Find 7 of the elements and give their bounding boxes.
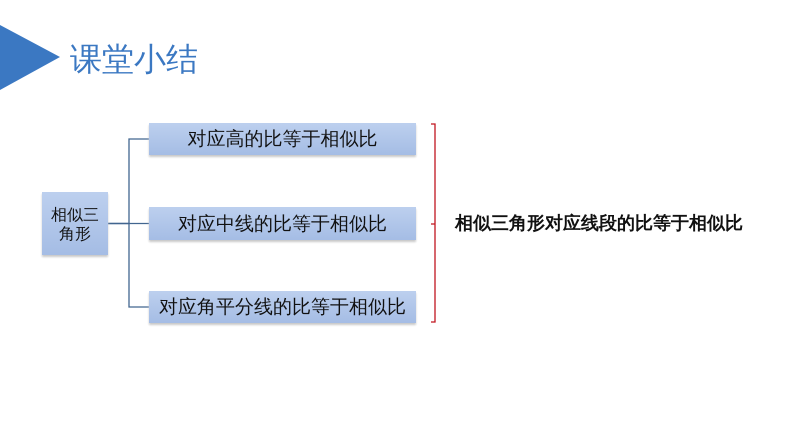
title: 课堂小结 xyxy=(70,39,198,80)
topic-box: 相似三角形 xyxy=(42,192,108,255)
statement-box: 对应中线的比等于相似比 xyxy=(149,207,416,240)
summary-text: 相似三角形对应线段的比等于相似比 xyxy=(455,212,743,235)
statement-box: 对应高的比等于相似比 xyxy=(149,123,416,155)
statement-box: 对应角平分线的比等于相似比 xyxy=(149,291,416,323)
connector-line xyxy=(108,222,149,308)
